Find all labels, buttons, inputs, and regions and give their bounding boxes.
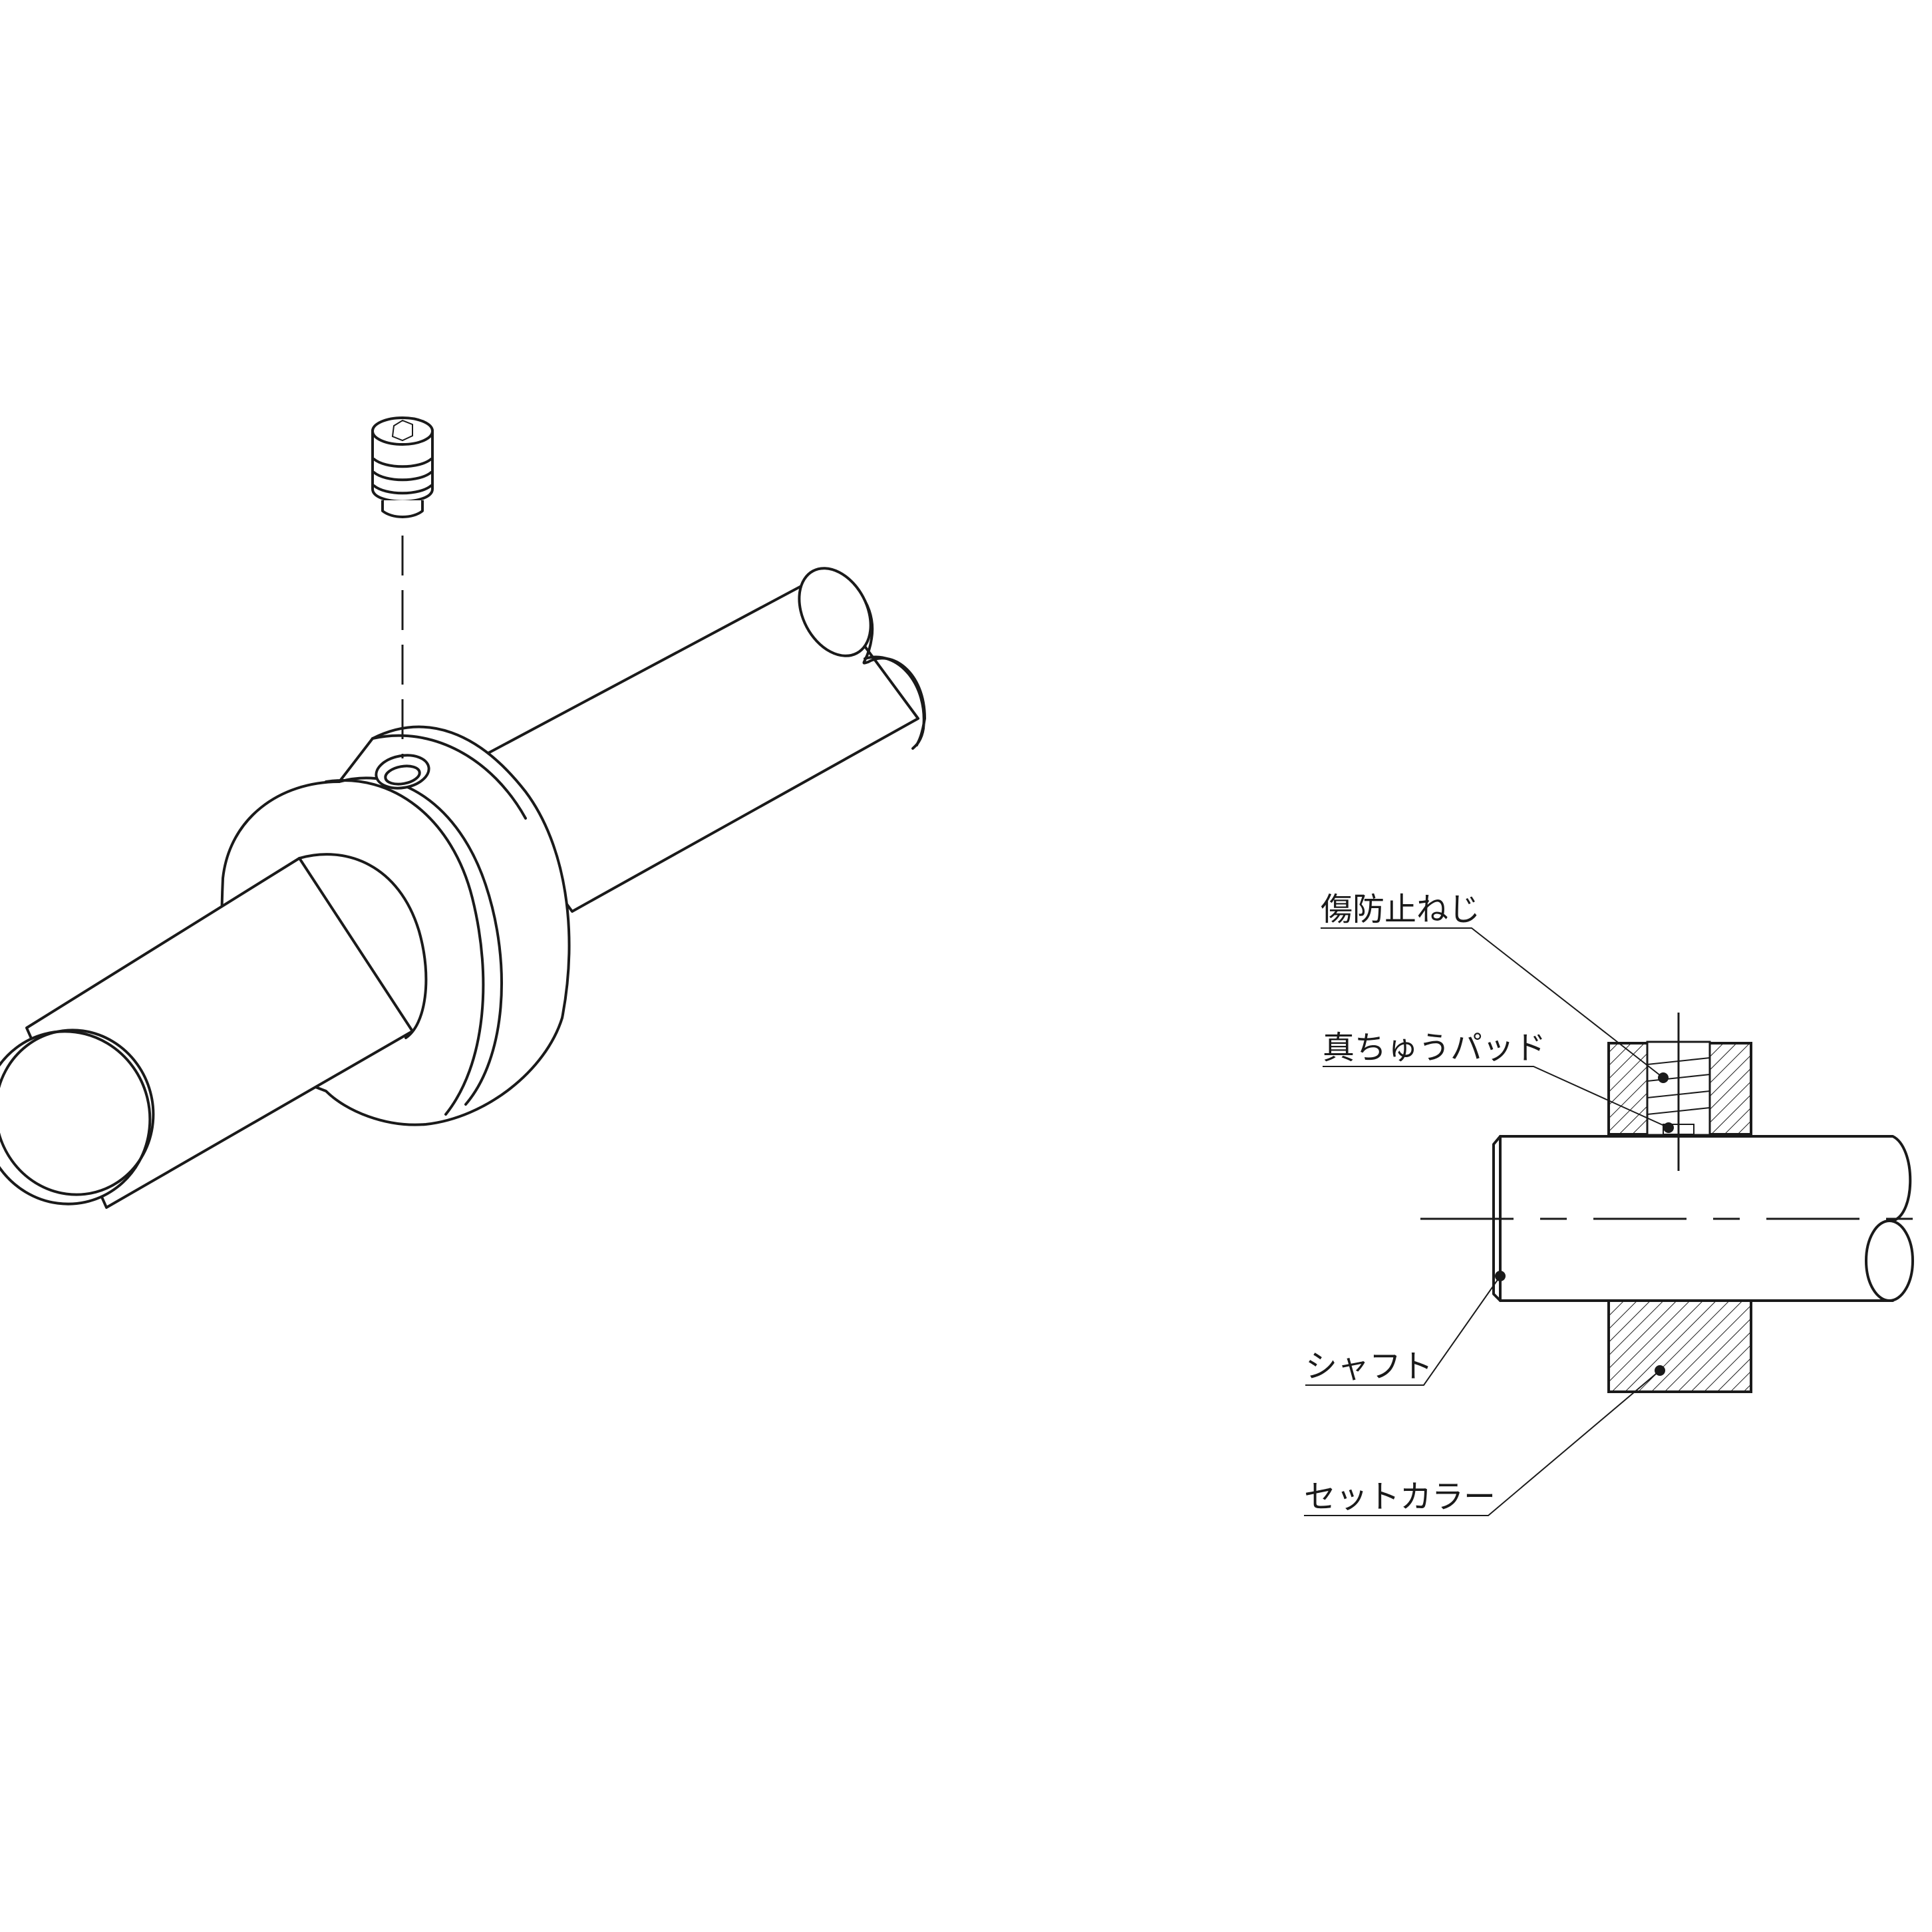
label-brass-pad: 真ちゅうパッド: [1323, 1031, 1546, 1066]
shaft-section: [1492, 1135, 1914, 1302]
set-screw-iso: [371, 416, 434, 518]
isometric-view: [0, 416, 926, 1209]
label-set-collar: セットカラー: [1304, 1480, 1496, 1515]
shaft-back-segment: [464, 567, 926, 913]
section-view: 傷防止ねじ 真ちゅうパッド シャフト セットカラー: [1304, 892, 1931, 1516]
set-collar-section-top: [1607, 1041, 1752, 1136]
shaft-front-segment: [0, 853, 428, 1209]
label-set-screw: 傷防止ねじ: [1321, 892, 1480, 927]
label-shaft: シャフト: [1305, 1349, 1433, 1384]
leader-lines: [1304, 927, 1674, 1516]
set-collar-section-bottom: [1607, 1299, 1752, 1393]
